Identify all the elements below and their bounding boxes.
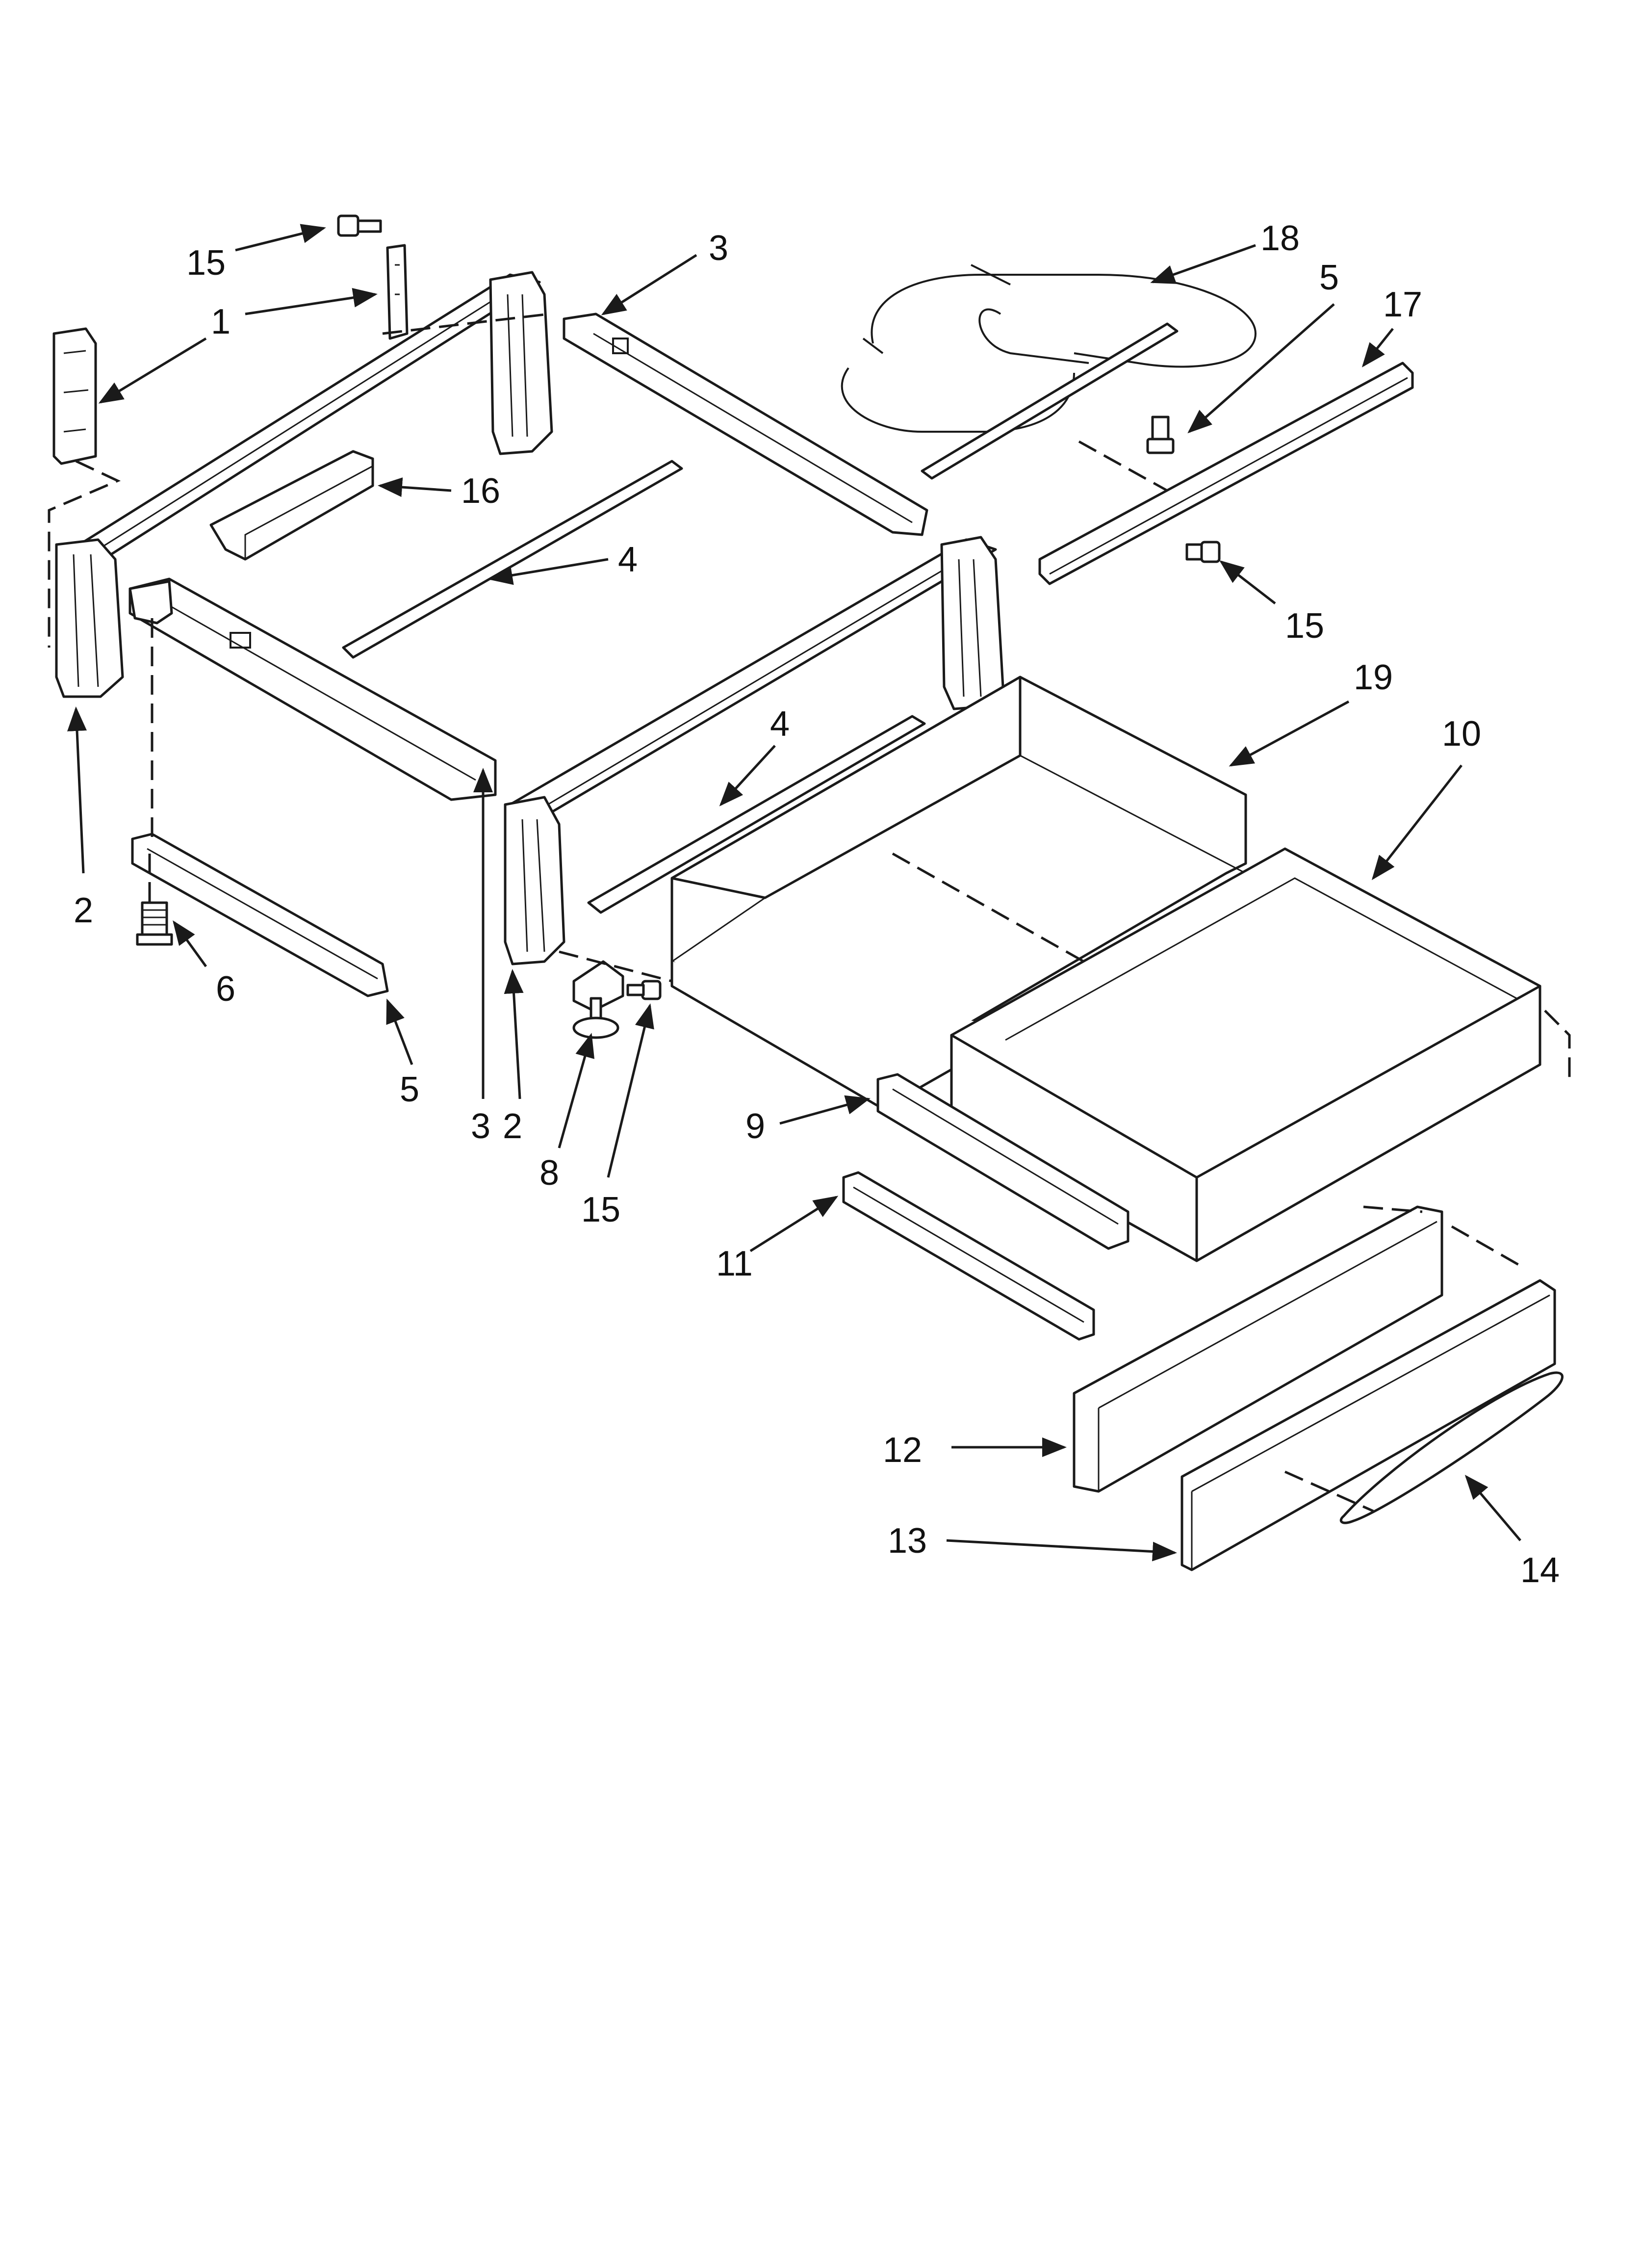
callout-3-bottom: 3 — [471, 1107, 490, 1146]
callout-14: 14 — [1520, 1551, 1560, 1590]
leader-arrows — [67, 224, 1521, 1562]
callout-5-right: 5 — [1319, 258, 1339, 297]
part-16-bracket — [209, 450, 374, 561]
assembly-line-left-bracket — [48, 460, 121, 648]
part-8-anti-tip-bracket — [572, 960, 624, 1039]
part-14-handle — [1339, 1371, 1564, 1524]
callout-17: 17 — [1383, 285, 1422, 324]
part-17-rail — [1038, 362, 1414, 585]
callout-labels: 15 1 2 16 3 4 18 5 17 15 19 10 4 6 5 3 2… — [74, 219, 1560, 1590]
callout-15-right: 15 — [1285, 606, 1324, 646]
part-10-drawer — [950, 847, 1541, 1262]
part-3-crossmember-front — [128, 577, 497, 801]
callout-6: 6 — [216, 969, 235, 1009]
callout-9: 9 — [745, 1107, 765, 1146]
part-5-screw-right — [1146, 416, 1175, 454]
part-11-drawer-slide — [842, 1171, 1095, 1341]
part-13-drawer-front-panel — [1180, 1279, 1556, 1571]
assembly-line-drawer-back — [1544, 1010, 1571, 1079]
callout-2-bottom: 2 — [503, 1107, 522, 1146]
callout-18: 18 — [1260, 219, 1300, 258]
callout-1: 1 — [211, 302, 231, 341]
part-5-rail-left — [131, 833, 389, 997]
callout-10: 10 — [1442, 714, 1481, 754]
callout-15-bottom: 15 — [581, 1190, 620, 1229]
callout-2-left: 2 — [74, 891, 93, 930]
callout-5-left: 5 — [400, 1070, 419, 1109]
part-12-drawer-front-frame — [1073, 1205, 1443, 1493]
callout-15-top: 15 — [186, 243, 226, 283]
assembly-line-front-frame — [1363, 1205, 1423, 1213]
callout-3-top: 3 — [709, 229, 728, 268]
callout-4-upper: 4 — [618, 540, 638, 579]
part-15-screw-top — [337, 214, 382, 237]
assembly-line-element — [1078, 440, 1168, 492]
part-9-slide-bracket — [876, 1073, 1129, 1250]
part-1-bracket-right — [386, 244, 409, 340]
assembly-line-handle — [1284, 1470, 1374, 1512]
callout-12: 12 — [883, 1431, 922, 1470]
assembly-line-right-rail — [559, 950, 672, 983]
callout-11: 11 — [716, 1244, 753, 1283]
part-15-screw-bottom — [626, 980, 662, 1000]
callout-8: 8 — [539, 1153, 559, 1193]
frame-left-side-upright — [55, 538, 124, 698]
part-18-bake-element — [841, 264, 1257, 480]
part-6-leveling-leg — [136, 901, 173, 946]
frame-back-right-upright — [489, 271, 553, 455]
part-4-rail-upper — [342, 460, 683, 659]
assembly-line-front-panel — [1451, 1225, 1521, 1267]
part-1-bracket-left — [52, 327, 97, 465]
callout-19: 19 — [1354, 658, 1393, 697]
callout-13: 13 — [888, 1521, 927, 1561]
frame-right-back-upright — [940, 536, 1004, 710]
part-4-rail-lower — [587, 715, 926, 914]
part-15-screw-right — [1185, 541, 1221, 563]
callout-4-lower: 4 — [770, 704, 790, 744]
part-19-drawer-liner — [670, 676, 1247, 1110]
part-3-crossmember-back — [563, 313, 928, 536]
assembly-line-liner-drawer — [892, 852, 1085, 963]
frame-right-front-upright — [504, 796, 565, 965]
callout-16: 16 — [461, 471, 500, 511]
frame-front-left-upright — [128, 580, 173, 625]
